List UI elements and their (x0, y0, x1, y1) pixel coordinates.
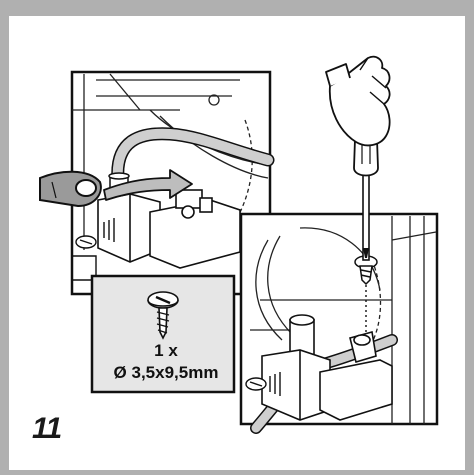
screw-size: Ø 3,5x9,5mm (113, 363, 219, 382)
screw-icon (147, 291, 179, 340)
cable-clip-icon (39, 170, 102, 208)
right-detail-panel (239, 212, 439, 434)
screw-spec-caption: 1 x Ø 3,5x9,5mm (98, 340, 234, 384)
screw-quantity: 1 x (154, 341, 178, 360)
arrow-icon (103, 169, 193, 201)
step-number: 11 (32, 412, 62, 445)
left-detail-panel (39, 70, 275, 296)
screw-spec-box (90, 274, 236, 394)
hand-icon (325, 55, 391, 147)
page-frame-bottom (0, 470, 474, 475)
